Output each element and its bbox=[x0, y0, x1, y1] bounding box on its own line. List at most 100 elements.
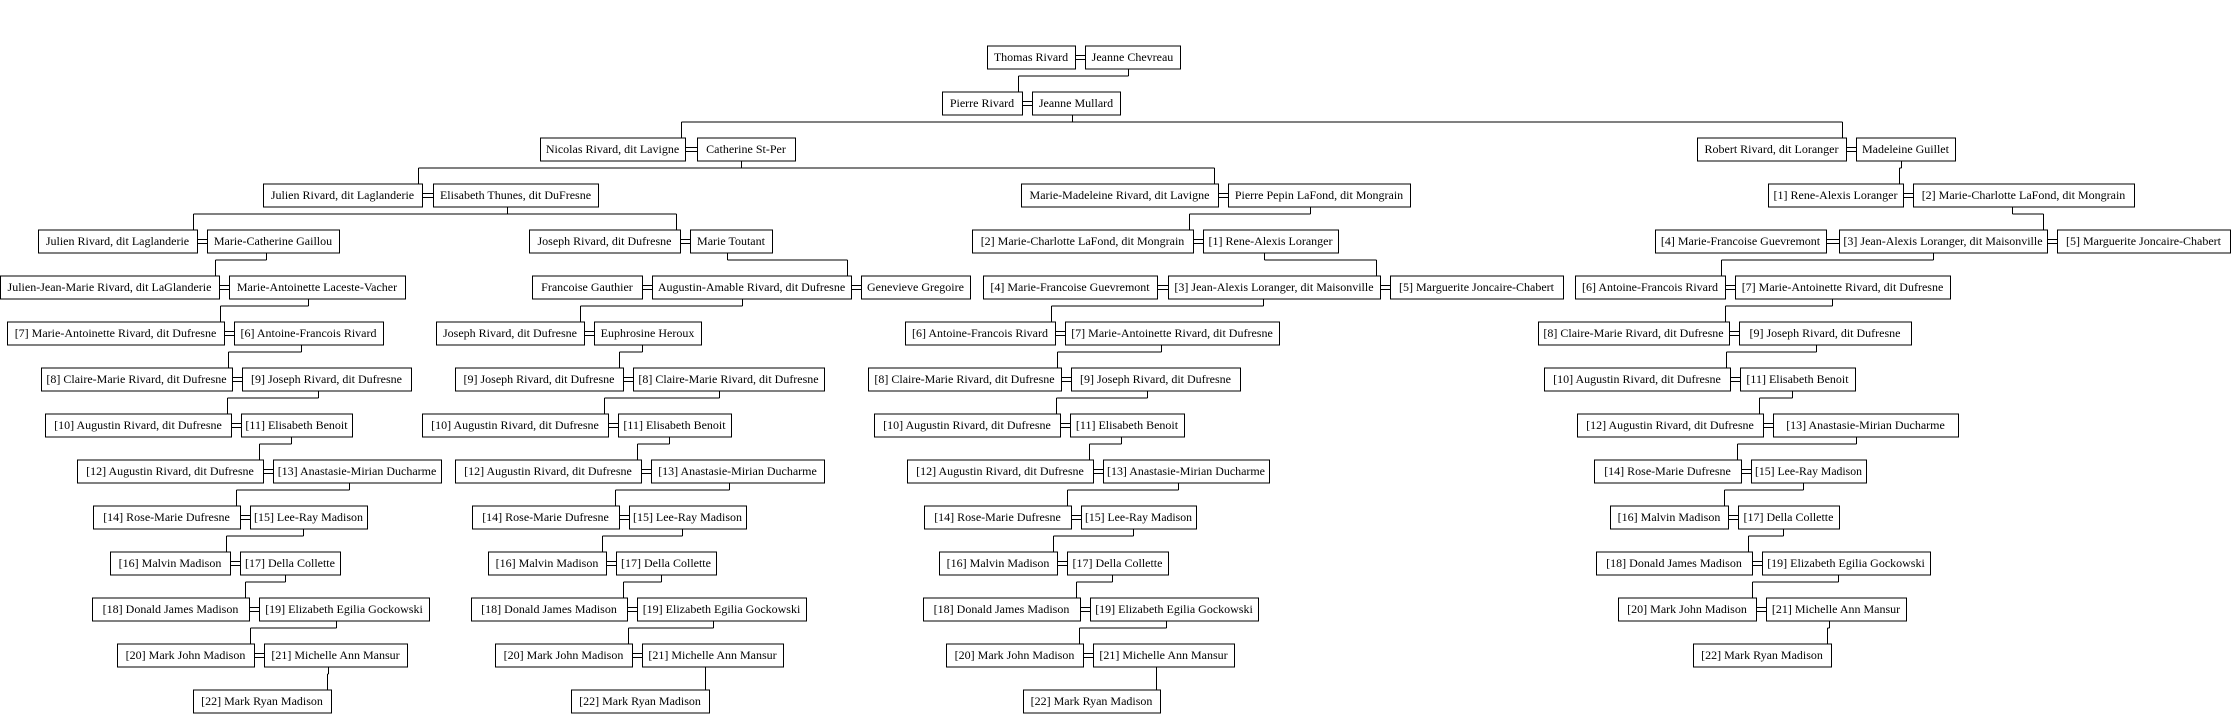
person-box: Jeanne Mullard bbox=[1032, 91, 1121, 116]
person-name: Julien Rivard, dit Laglanderie bbox=[271, 188, 414, 202]
marriage-connector bbox=[1061, 377, 1072, 382]
person-name: [15] Lee-Ray Madison bbox=[633, 510, 742, 524]
marriage-connectors bbox=[197, 55, 2058, 658]
marriage-connector bbox=[1055, 331, 1066, 336]
person-box-frame bbox=[868, 367, 1062, 392]
marriage-connector bbox=[1826, 239, 1840, 244]
person-box-frame bbox=[924, 505, 1072, 530]
descent-line bbox=[628, 621, 714, 644]
person-name: [8] Claire-Marie Rivard, dit Dufresne bbox=[874, 372, 1054, 386]
person-box-frame bbox=[1610, 505, 1729, 530]
descent-line bbox=[1079, 621, 1167, 644]
person-box-frame bbox=[905, 321, 1056, 346]
person-box: Pierre Pepin LaFond, dit Mongrain bbox=[1228, 183, 1411, 208]
person-box-frame bbox=[1168, 275, 1381, 300]
person-box: [15] Lee-Ray Madison bbox=[1751, 459, 1867, 484]
person-name: [13] Anastasie-Mirian Ducharme bbox=[658, 464, 817, 478]
marriage-connector bbox=[1725, 285, 1736, 290]
person-name: [16] Malvin Madison bbox=[1618, 510, 1721, 524]
person-box: [19] Elizabeth Egilia Gockowski bbox=[259, 597, 430, 622]
person-name: [10] Augustin Rivard, dit Dufresne bbox=[1553, 372, 1721, 386]
person-box-frame bbox=[1538, 321, 1730, 346]
person-name: [22] Mark Ryan Madison bbox=[579, 694, 701, 708]
person-box: [12] Augustin Rivard, dit Dufresne bbox=[455, 459, 642, 484]
marriage-connector bbox=[851, 285, 862, 290]
marriage-connector bbox=[231, 423, 242, 428]
person-name: [3] Jean-Alexis Loranger, dit Maisonvill… bbox=[1843, 234, 2042, 248]
person-name: Robert Rivard, dit Loranger bbox=[1705, 142, 1839, 156]
person-name: [20] Mark John Madison bbox=[1627, 602, 1747, 616]
person-box: [21] Michelle Ann Mansur bbox=[264, 643, 408, 668]
person-name: [19] Elizabeth Egilia Gockowski bbox=[265, 602, 423, 616]
marriage-connector bbox=[1080, 607, 1091, 612]
person-box: Julien Rivard, dit Laglanderie bbox=[263, 183, 423, 208]
person-name: [2] Marie-Charlotte LaFond, dit Mongrain bbox=[1922, 188, 2126, 202]
person-name: [14] Rose-Marie Dufresne bbox=[1604, 464, 1731, 478]
person-box-frame bbox=[241, 413, 353, 438]
person-name: Francoise Gauthier bbox=[541, 280, 633, 294]
person-box: [7] Marie-Antoinette Rivard, dit Dufresn… bbox=[7, 321, 225, 346]
descent-line bbox=[1053, 529, 1134, 552]
person-box: [9] Joseph Rivard, dit Dufresne bbox=[1071, 367, 1241, 392]
person-name: [7] Marie-Antoinette Rivard, dit Dufresn… bbox=[1742, 280, 1944, 294]
person-box: [18] Donald James Madison bbox=[471, 597, 628, 622]
descent-line bbox=[1726, 345, 1817, 368]
person-box-frame bbox=[1065, 321, 1280, 346]
person-box: [19] Elizabeth Egilia Gockowski bbox=[1762, 551, 1931, 576]
person-box-frame bbox=[594, 321, 702, 346]
person-name: [20] Mark John Madison bbox=[504, 648, 624, 662]
marriage-connector bbox=[232, 377, 243, 382]
descent-line bbox=[245, 575, 286, 598]
person-box-frame bbox=[939, 551, 1058, 576]
person-box-frame bbox=[616, 551, 717, 576]
person-name: [10] Augustin Rivard, dit Dufresne bbox=[431, 418, 599, 432]
person-box-frame bbox=[250, 505, 368, 530]
person-box-frame bbox=[861, 275, 971, 300]
descent-line bbox=[1076, 575, 1113, 598]
person-box: [20] Mark John Madison bbox=[495, 643, 633, 668]
descent-line bbox=[1827, 621, 1830, 644]
descent-line bbox=[681, 115, 1843, 138]
person-box: [22] Mark Ryan Madison bbox=[571, 689, 710, 714]
person-box-frame bbox=[1596, 551, 1753, 576]
descent-line bbox=[1051, 299, 1264, 322]
marriage-connector bbox=[1157, 285, 1169, 290]
person-name: [2] Marie-Charlotte LaFond, dit Mongrain bbox=[981, 234, 1185, 248]
person-box: [21] Michelle Ann Mansur bbox=[1766, 597, 1907, 622]
person-box: [17] Della Collette bbox=[616, 551, 717, 576]
person-name: [1] Rene-Alexis Loranger bbox=[1774, 188, 1898, 202]
marriage-connector bbox=[1057, 561, 1068, 566]
person-name: [17] Della Collette bbox=[1073, 556, 1163, 570]
person-box: [8] Claire-Marie Rivard, dit Dufresne bbox=[1538, 321, 1730, 346]
descent-line bbox=[227, 391, 319, 414]
descent-line bbox=[220, 299, 309, 322]
marriage-connector bbox=[606, 561, 617, 566]
marriage-connector bbox=[1193, 239, 1204, 244]
person-box: [14] Rose-Marie Dufresne bbox=[1594, 459, 1742, 484]
person-name: [17] Della Collette bbox=[1744, 510, 1834, 524]
marriage-connector bbox=[1756, 607, 1767, 612]
person-box-frame bbox=[1594, 459, 1742, 484]
person-name: Marie Toutant bbox=[697, 234, 766, 248]
person-name: [17] Della Collette bbox=[621, 556, 711, 570]
person-name: [19] Elizabeth Egilia Gockowski bbox=[643, 602, 801, 616]
person-box-frame bbox=[1228, 183, 1411, 208]
person-name: [20] Mark John Madison bbox=[955, 648, 1075, 662]
person-box: Marie-Madeleine Rivard, dit Lavigne bbox=[1021, 183, 1219, 208]
person-box-frame bbox=[629, 505, 747, 530]
person-box-frame bbox=[652, 275, 852, 300]
person-name: [14] Rose-Marie Dufresne bbox=[103, 510, 230, 524]
marriage-connector bbox=[263, 469, 274, 474]
person-name: [22] Mark Ryan Madison bbox=[1031, 694, 1153, 708]
person-name: [13] Anastasie-Mirian Ducharme bbox=[1107, 464, 1265, 478]
person-box: Jeanne Chevreau bbox=[1085, 45, 1181, 70]
person-box-frame bbox=[529, 229, 681, 254]
person-box: [16] Malvin Madison bbox=[939, 551, 1058, 576]
person-name: Julien-Jean-Marie Rivard, dit LaGlanderi… bbox=[8, 280, 212, 294]
person-box: [12] Augustin Rivard, dit Dufresne bbox=[907, 459, 1094, 484]
person-box-frame bbox=[697, 137, 796, 162]
person-box: [12] Augustin Rivard, dit Dufresne bbox=[1577, 413, 1764, 438]
person-name: [3] Jean-Alexis Loranger, dit Maisonvill… bbox=[1174, 280, 1373, 294]
person-box: Joseph Rivard, dit Dufresne bbox=[529, 229, 681, 254]
